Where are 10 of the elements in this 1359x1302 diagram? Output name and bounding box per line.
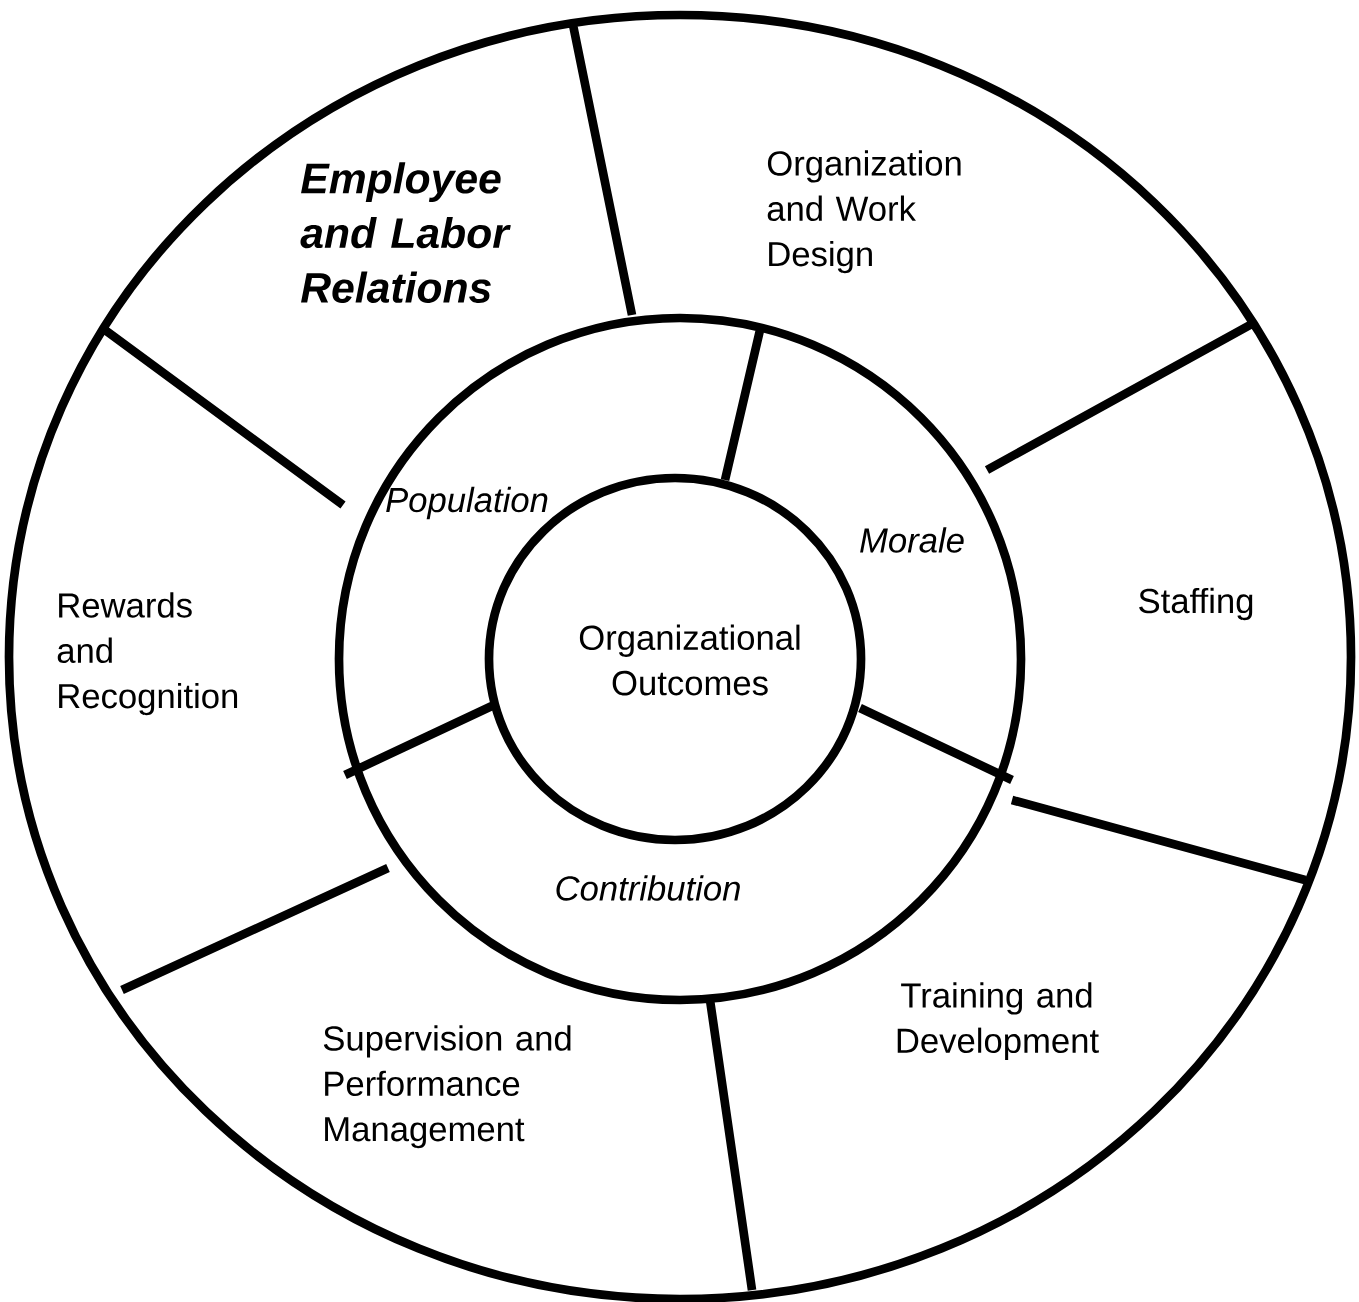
segment-label: Organization and Work Design [767,150,961,274]
segment-label: Rewards and Recognition [57,592,238,716]
segment-label: Employee and Labor Relations [300,162,511,303]
segment-label: Supervision and Performance Management [323,1025,571,1149]
segment-label: Training and Development [897,982,1099,1060]
segment-label: Morale [860,527,964,553]
segment-label: Staffing [1139,587,1253,621]
segment-label: Population [386,486,548,520]
segment-label: Organizational Outcomes [579,624,800,696]
segment-label: Contribution [556,875,740,901]
